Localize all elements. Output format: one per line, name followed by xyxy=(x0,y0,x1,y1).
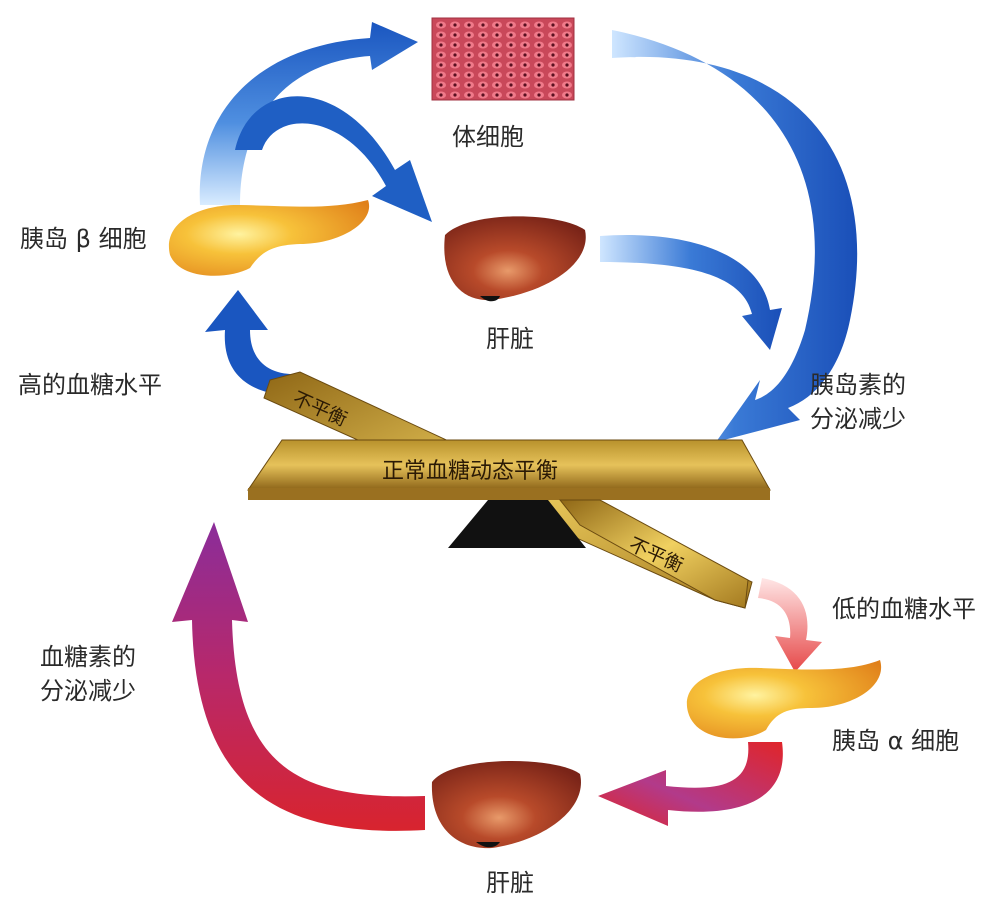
arrow-alpha-to-liver xyxy=(598,742,783,826)
label-glucagon-reduce: 血糖素的 分泌减少 xyxy=(40,643,136,705)
arrow-high-glucose-up xyxy=(205,290,300,396)
arrow-liver-to-balance xyxy=(172,522,425,831)
label-beta-cells: 胰岛 β 细胞 xyxy=(20,225,147,253)
pancreas-beta-image xyxy=(168,200,370,276)
label-insulin-reduce: 胰岛素的 分泌减少 xyxy=(810,371,906,433)
fulcrum xyxy=(448,500,586,548)
label-liver-bottom: 肝脏 xyxy=(486,869,534,897)
balance-plank-edge xyxy=(248,488,770,500)
arrow-low-glucose-down xyxy=(758,578,822,672)
body-cells-image xyxy=(431,17,575,101)
label-low-glucose: 低的血糖水平 xyxy=(832,595,976,623)
arrow-beta-to-body-cells xyxy=(199,22,418,205)
arrow-liver-to-right xyxy=(600,234,782,350)
label-alpha-cells: 胰岛 α 细胞 xyxy=(832,727,960,755)
arrow-body-cells-to-balance xyxy=(612,30,858,442)
liver-top-image xyxy=(444,216,586,302)
liver-bottom-image xyxy=(431,761,581,849)
imbalance-plank-front xyxy=(558,499,749,609)
label-high-glucose: 高的血糖水平 xyxy=(18,371,162,399)
arrow-to-liver-top xyxy=(235,96,432,222)
label-liver-top: 肝脏 xyxy=(486,325,534,353)
pancreas-alpha-image xyxy=(686,660,882,739)
label-body-cells: 体细胞 xyxy=(452,123,524,151)
balance-center-text: 正常血糖动态平衡 xyxy=(382,459,559,484)
